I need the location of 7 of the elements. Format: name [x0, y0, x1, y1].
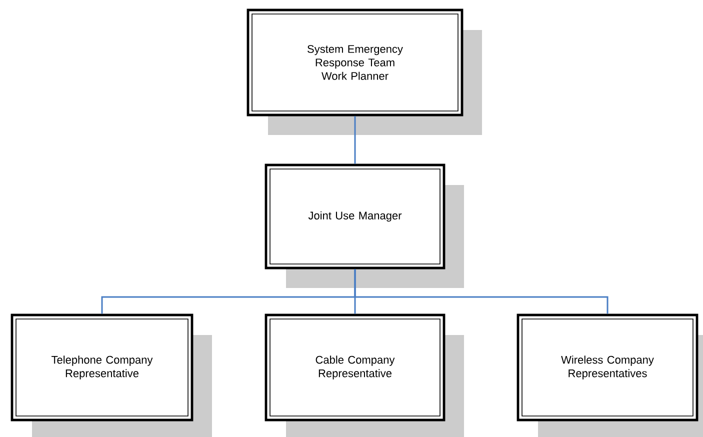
org-box: Wireless Company Representatives	[516, 314, 703, 437]
org-box: Joint Use Manager	[264, 164, 464, 288]
org-box: Telephone Company Representative	[10, 314, 212, 437]
org-box: System Emergency Response Team Work Planner	[246, 8, 482, 135]
connector-line	[354, 116, 356, 164]
org-box: Cable Company Representative	[264, 314, 464, 437]
connector-line	[354, 269, 608, 314]
